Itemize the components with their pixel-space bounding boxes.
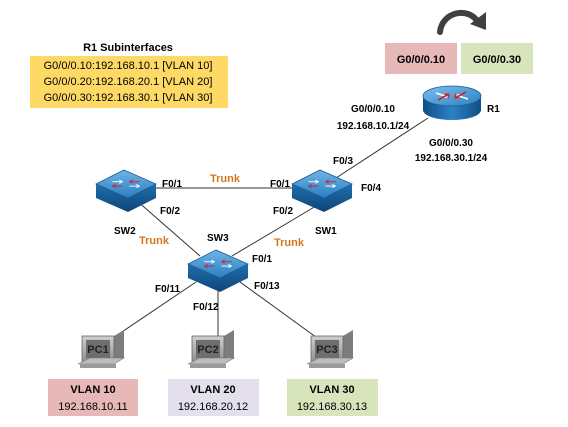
link-sw3-pc1: [109, 281, 197, 341]
router-ip-a: 192.168.10.1/24: [337, 121, 410, 132]
vlan10-label: VLAN 10: [70, 384, 115, 396]
sw3-name: SW3: [207, 233, 229, 244]
pc1-label: PC1: [87, 344, 108, 356]
sw1-port-f03: F0/3: [333, 156, 353, 167]
router-if-a: G0/0/0.10: [351, 104, 395, 115]
rotate-arrow-icon: [437, 10, 486, 35]
router-tags: G0/0/0.10 G0/0/0.30: [385, 10, 533, 74]
vlan-box-30: VLAN 30 192.168.30.13: [287, 379, 378, 416]
switch-icon: [187, 249, 249, 292]
sw3-port-f013: F0/13: [254, 281, 280, 292]
router-icon: [422, 85, 482, 120]
switch-sw1[interactable]: [291, 169, 353, 212]
router-tag-vlan30: [461, 43, 533, 74]
vlan20-ip: 192.168.20.12: [178, 401, 248, 413]
vlan-box-10: VLAN 10 192.168.10.11: [48, 379, 138, 416]
vlan30-ip: 192.168.30.13: [297, 401, 367, 413]
trunk-label-sw2-sw3: Trunk: [139, 235, 170, 247]
links: [109, 117, 429, 341]
pc3-label: PC3: [316, 344, 337, 356]
trunk-label-sw2-sw1: Trunk: [210, 173, 241, 185]
sw1-port-f02: F0/2: [273, 206, 293, 217]
router-tag-vlan10: [385, 43, 457, 74]
link-r1-sw1: [335, 117, 429, 179]
router-ip-b: 192.168.30.1/24: [415, 153, 488, 164]
subinterface-line-3: G0/0/0.30:192.168.30.1 [VLAN 30]: [44, 92, 213, 104]
sw2-port-f01: F0/1: [162, 179, 182, 190]
pc2-label: PC2: [197, 344, 218, 356]
subinterface-line-1: G0/0/0.10:192.168.10.1 [VLAN 10]: [44, 60, 213, 72]
router-name: R1: [487, 104, 500, 115]
router-tag-vlan30-label: G0/0/0.30: [473, 54, 521, 66]
sw3-port-f012: F0/12: [193, 302, 219, 313]
subinterfaces-box: [30, 56, 228, 108]
pc-icon: [306, 330, 355, 368]
switch-icon: [95, 169, 157, 212]
trunk-label-sw1-sw3: Trunk: [274, 237, 305, 249]
router-r1[interactable]: [422, 85, 482, 120]
sw1-port-f01: F0/1: [270, 179, 290, 190]
subinterfaces-title: R1 Subinterfaces: [83, 42, 173, 54]
pc-icon: [77, 330, 126, 368]
link-sw2-sw3: [135, 199, 201, 257]
pc-2[interactable]: PC2: [187, 330, 236, 368]
router-tag-vlan10-label: G0/0/0.10: [397, 54, 445, 66]
switch-sw3[interactable]: [187, 249, 249, 292]
sw3-port-f011: F0/11: [155, 284, 180, 295]
vlan-box-20: VLAN 20 192.168.20.12: [168, 379, 259, 416]
switch-icon: [291, 169, 353, 212]
pc-icon: [187, 330, 236, 368]
link-sw3-pc3: [239, 281, 321, 341]
pc-3[interactable]: PC3: [306, 330, 355, 368]
vlan20-label: VLAN 20: [190, 384, 235, 396]
subinterfaces-panel: R1 Subinterfaces G0/0/0.10:192.168.10.1 …: [30, 42, 228, 108]
sw2-name: SW2: [114, 226, 136, 237]
switch-sw2[interactable]: [95, 169, 157, 212]
sw1-name: SW1: [315, 226, 337, 237]
vlan30-label: VLAN 30: [309, 384, 354, 396]
sw3-port-f01: F0/1: [252, 254, 272, 265]
pc-1[interactable]: PC1: [77, 330, 126, 368]
router-if-b: G0/0/0.30: [429, 138, 473, 149]
subinterface-line-2: G0/0/0.20:192.168.20.1 [VLAN 20]: [44, 76, 213, 88]
sw2-port-f02: F0/2: [160, 206, 180, 217]
link-sw1-sw3: [231, 205, 317, 257]
vlan10-ip: 192.168.10.11: [58, 401, 128, 413]
sw1-port-f04: F0/4: [361, 183, 381, 194]
